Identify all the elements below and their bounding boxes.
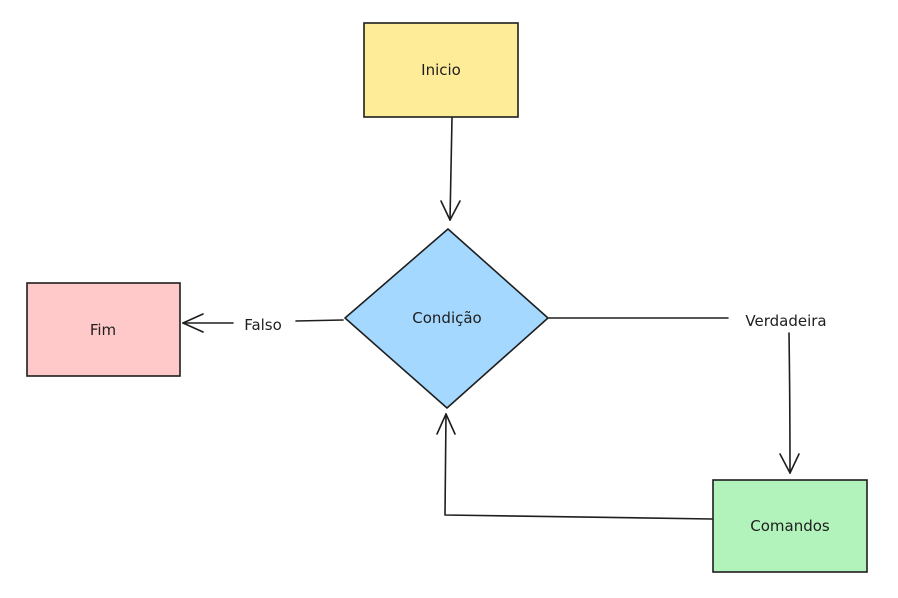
commands-node-label: Comandos <box>750 517 830 535</box>
arrow-start-to-decision <box>440 117 461 221</box>
start-node-label: Inicio <box>421 61 461 79</box>
commands-node-box <box>712 479 868 573</box>
commands-node[interactable]: Comandos <box>712 479 868 573</box>
false-edge-label: Falso <box>244 316 282 334</box>
end-node-box <box>26 282 181 377</box>
arrow-decision-to-commands <box>548 317 800 474</box>
start-node[interactable]: Inicio <box>363 22 519 118</box>
decision-node-label: Condição <box>412 309 481 327</box>
arrow-decision-to-end <box>182 313 344 333</box>
decision-node[interactable]: Condição <box>344 228 549 409</box>
end-node[interactable]: Fim <box>26 282 181 377</box>
end-node-label: Fim <box>90 321 116 339</box>
arrow-commands-to-decision <box>436 413 713 520</box>
start-node-box <box>363 22 519 118</box>
true-edge-label: Verdadeira <box>745 312 826 330</box>
decision-node-shape <box>344 228 549 409</box>
